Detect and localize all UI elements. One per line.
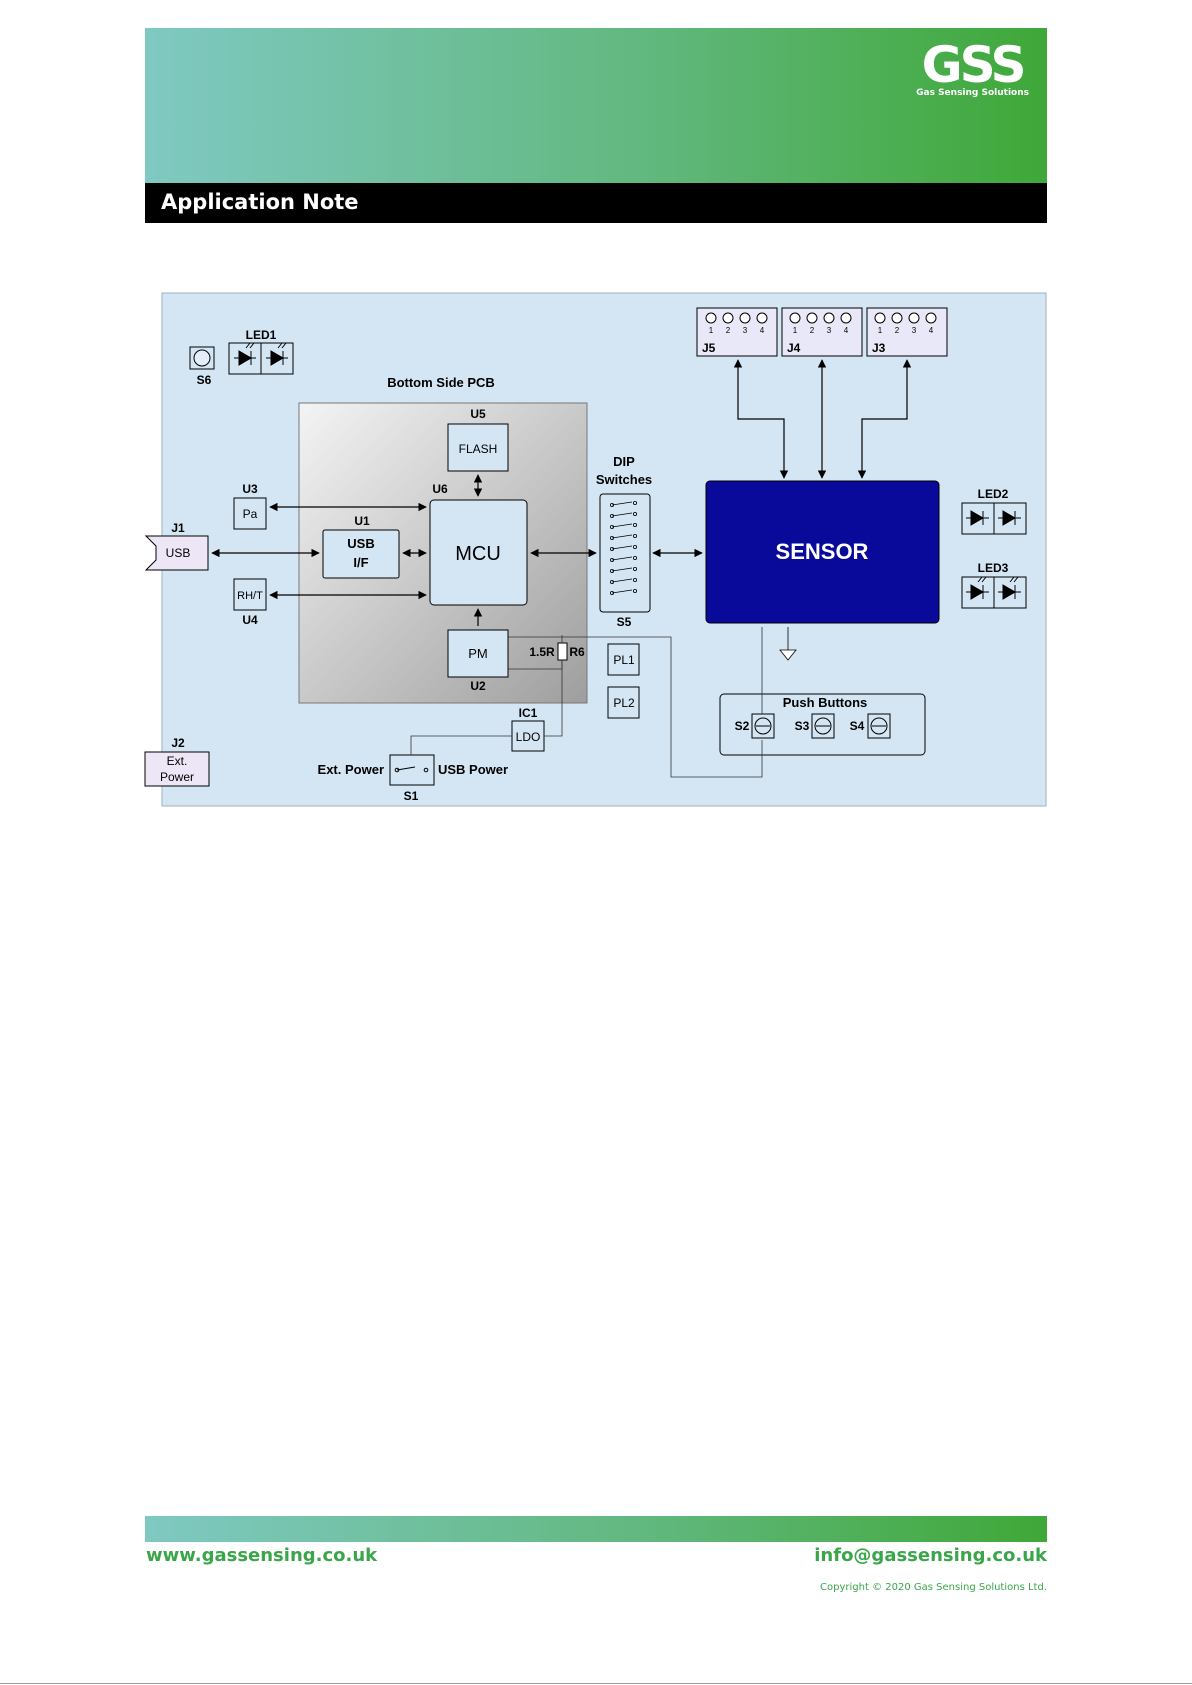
push-button-s4 [867,713,891,739]
u4-label: U4 [242,613,258,627]
usb-connector-label: USB [166,546,191,560]
r6-label: R6 [569,645,585,659]
ext-power-label: Ext. Power [318,762,384,777]
document-type-title: Application Note [161,190,359,214]
logo-subtitle: Gas Sensing Solutions [916,88,1029,98]
pl1-label: PL1 [613,653,635,667]
r6-value-label: 1.5R [529,645,555,659]
website-link[interactable]: www.gassensing.co.uk [146,1545,378,1566]
j5-pin-2: 2 [726,326,731,335]
title-bar: Application Note [145,183,1047,223]
header-bus-lines [733,359,912,479]
email-link[interactable]: info@gassensing.co.uk [814,1545,1047,1566]
header-j3: 1 2 3 4 J3 [866,307,948,357]
usb-connector-j1 [144,535,209,571]
power-switch-s1 [389,754,435,786]
header-banner: GSS Gas Sensing Solutions [145,28,1047,183]
j4-pin-1: 1 [793,326,798,335]
j3-label: J3 [872,341,886,355]
power-wiring [410,627,763,778]
j3-pin-1: 1 [878,326,883,335]
j3-pin-2: 2 [895,326,900,335]
j4-pin-2: 2 [810,326,815,335]
ground-symbol [779,627,797,661]
pad-pl1 [607,643,640,676]
s1-label: S1 [404,789,419,803]
header-j4: 1 2 3 4 J4 [781,307,863,357]
sensor-block [705,480,940,624]
mcu-connections [211,474,703,626]
s3-label: S3 [795,719,810,733]
rht-label: RH/T [237,590,263,602]
page-bottom-rule [0,1683,1192,1684]
footer-banner [145,1516,1047,1542]
u1-label: U1 [354,514,370,528]
j2-text-line1: Ext. [167,754,188,768]
push-button-s3 [811,713,835,739]
led2 [961,502,1027,535]
j5-pin-1: 1 [709,326,714,335]
led2-label: LED2 [978,487,1009,501]
led3 [961,576,1027,609]
j3-pin-3: 3 [912,326,917,335]
u6-label: U6 [432,482,448,496]
dip-label-line1: DIP [613,454,635,469]
j2-label: J2 [171,736,185,750]
ic1-label: IC1 [519,706,538,720]
push-button-s2 [751,713,775,739]
flash-block [447,423,509,472]
ext-power-connector-j2 [144,751,210,787]
mcu-block [429,499,528,606]
dip-label-line2: Switches [596,472,652,487]
usb-if-line2: I/F [353,555,368,570]
j2-text-line2: Power [160,770,194,784]
copyright-text: Copyright © 2020 Gas Sensing Solutions L… [820,1582,1047,1593]
s6-label: S6 [197,373,212,387]
j5-pin-3: 3 [743,326,748,335]
led1-label: LED1 [246,328,277,342]
j4-pin-4: 4 [844,326,849,335]
header-j5: 1 2 3 4 J5 [696,307,778,357]
push-buttons-group [719,693,926,756]
s4-label: S4 [850,719,865,733]
sensor-label: SENSOR [776,539,869,564]
u2-label: U2 [470,679,486,693]
block-diagram: Bottom Side PCB S6 LED1 1 2 3 4 J5 1 2 3… [144,292,1047,807]
j5-pin-4: 4 [760,326,765,335]
j1-label: J1 [171,521,185,535]
usb-interface-block [322,529,400,579]
j3-pin-4: 4 [929,326,934,335]
logo-mark: GSS [921,36,1027,94]
pad-pl2 [607,686,640,719]
flash-label: FLASH [459,442,498,456]
ldo-block [511,720,545,752]
u5-label: U5 [470,407,486,421]
gss-logo: GSS Gas Sensing Solutions [916,40,1029,98]
dip-switch-block [599,493,651,613]
u3-label: U3 [242,482,258,496]
resistor-r6 [557,642,568,661]
pl2-label: PL2 [613,696,635,710]
pressure-sensor-block [233,497,267,530]
j5-label: J5 [702,341,716,355]
bottom-side-pcb-label: Bottom Side PCB [387,375,495,390]
switch-s6: S6 [189,346,215,387]
pa-label: Pa [243,507,258,521]
pm-label: PM [468,646,488,661]
power-management-block [447,629,509,678]
mcu-label: MCU [455,543,501,565]
push-buttons-label: Push Buttons [783,695,868,710]
s2-label: S2 [735,719,750,733]
j4-label: J4 [787,341,801,355]
humidity-temp-block [233,578,267,611]
usb-if-line1: USB [347,536,374,551]
s5-label: S5 [617,615,632,629]
j4-pin-3: 3 [827,326,832,335]
led3-label: LED3 [978,561,1009,575]
usb-power-label: USB Power [438,762,508,777]
led1: LED1 [228,328,294,375]
ldo-label: LDO [516,730,541,744]
